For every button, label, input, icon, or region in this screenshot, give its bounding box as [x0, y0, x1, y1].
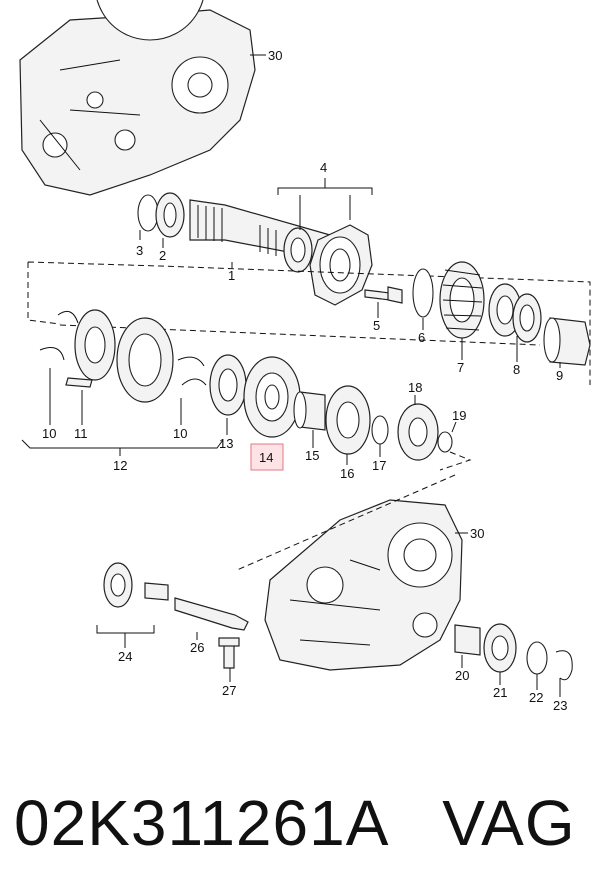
synchro-assembly: [39, 309, 247, 416]
label-1: 1: [228, 268, 235, 283]
label-2: 2: [159, 248, 166, 263]
part-number-caption: 02K311261A VAG: [14, 778, 594, 868]
bearing-assembly-4: [283, 224, 373, 306]
label-17: 17: [372, 458, 386, 473]
label-24: 24: [118, 649, 132, 664]
label-14: 14: [259, 450, 273, 465]
label-6: 6: [418, 330, 425, 345]
caption-spacer: [386, 787, 442, 859]
shaft-parts-24-27: [103, 562, 249, 669]
transmission-housing-bottom: [264, 499, 463, 671]
label-11: 11: [74, 426, 88, 441]
label-8: 8: [513, 362, 520, 377]
label-4: 4: [320, 160, 327, 175]
label-22: 22: [529, 690, 543, 705]
label-9: 9: [556, 368, 563, 383]
exploded-parts-diagram: 30 4 3 2 1 5 6 7 8 9 10 11 10 12 13 14 1…: [19, 0, 591, 713]
label-3: 3: [136, 243, 143, 258]
label-21: 21: [493, 685, 507, 700]
label-27: 27: [222, 683, 236, 698]
label-5: 5: [373, 318, 380, 333]
output-gear-assembly: [412, 261, 591, 366]
label-23: 23: [553, 698, 567, 713]
label-20: 20: [455, 668, 469, 683]
callout-labels: 30 4 3 2 1 5 6 7 8 9 10 11 10 12 13 14 1…: [42, 48, 567, 713]
label-18: 18: [408, 380, 422, 395]
gear-train-15-19: [293, 385, 453, 461]
label-30-top: 30: [268, 48, 282, 63]
label-15: 15: [305, 448, 319, 463]
label-26: 26: [190, 640, 204, 655]
brand-name: VAG: [442, 787, 576, 859]
label-7: 7: [457, 360, 464, 375]
label-16: 16: [340, 466, 354, 481]
label-10-right: 10: [173, 426, 187, 441]
part-number: 02K311261A: [14, 787, 386, 859]
gear-14: [243, 356, 301, 438]
label-10-left: 10: [42, 426, 56, 441]
transmission-housing-top: [19, 0, 256, 196]
label-13: 13: [219, 436, 233, 451]
highlight-box-14: [250, 443, 284, 471]
label-30-bottom: 30: [470, 526, 484, 541]
label-12: 12: [113, 458, 127, 473]
bearing-parts-20-23: [454, 623, 573, 681]
label-19: 19: [452, 408, 466, 423]
bolt-5: [364, 286, 403, 304]
